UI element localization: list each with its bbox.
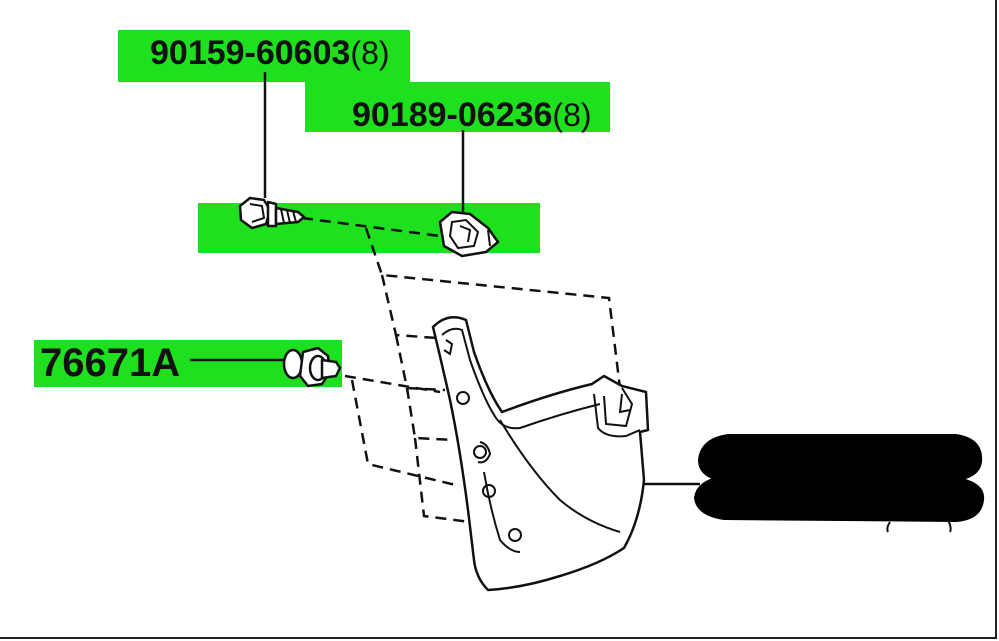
mudguard-icon — [431, 315, 650, 592]
callout-2-part-number: 90189-06236 — [352, 96, 552, 134]
callout-3-part-number: 76671A — [40, 341, 180, 385]
redaction-bottom — [694, 476, 985, 522]
clip-nut-icon — [438, 210, 500, 258]
callout-1-part-number: 90159-60603 — [150, 34, 350, 72]
assembly-dashed-lines — [301, 216, 622, 524]
push-clip-icon — [282, 346, 342, 388]
callout-1-quantity: (8) — [350, 35, 389, 71]
redaction-top — [698, 434, 983, 482]
callout-1-label: 90159-60603(8) — [150, 34, 390, 72]
callout-2-label: 90189-06236(8) — [352, 96, 592, 134]
highlight-callout-2 — [305, 82, 610, 132]
bolt-screw-icon — [238, 196, 306, 230]
callout-2-quantity: (8) — [552, 97, 591, 133]
redaction-block — [694, 434, 985, 533]
